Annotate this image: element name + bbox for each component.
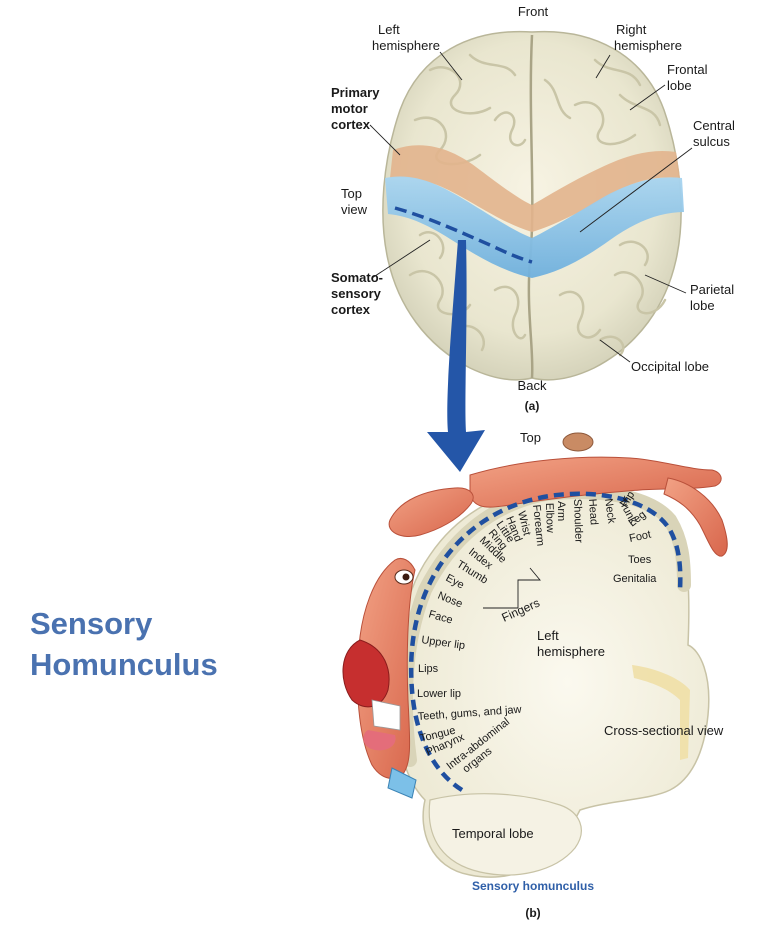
homunculus-dashed-arc bbox=[408, 491, 683, 792]
arc-label-head: Head bbox=[586, 498, 600, 525]
primary-motor-cortex bbox=[390, 145, 680, 232]
arc-label-foot: Foot bbox=[628, 529, 652, 545]
front-label: Front bbox=[518, 4, 549, 19]
arc-label-lips: Lips bbox=[418, 663, 439, 675]
homunculus-pupil bbox=[402, 573, 410, 581]
arc-label-toes: Toes bbox=[628, 554, 652, 566]
homunculus-foot bbox=[562, 432, 594, 452]
cross-section bbox=[394, 485, 710, 878]
panel-a-label: (a) bbox=[525, 399, 540, 413]
top-view-label: Top view bbox=[341, 186, 368, 217]
arc-label-neck: Neck bbox=[602, 498, 617, 525]
occipital-lobe-label: Occipital lobe bbox=[631, 359, 709, 374]
fingers-bracket bbox=[483, 567, 541, 609]
somatosensory-cortex-label: Somato- sensory cortex bbox=[331, 270, 387, 317]
sensory-homunculus-caption: Sensory homunculus bbox=[472, 879, 594, 893]
slide-title-line-2: Homunculus bbox=[30, 647, 218, 682]
frontal-lobe-label: Frontal lobe bbox=[667, 62, 711, 93]
slide-title-line-1: Sensory bbox=[30, 606, 153, 641]
arc-label-genitalia: Genitalia bbox=[613, 573, 657, 585]
top-label: Top bbox=[520, 430, 541, 445]
homunculus-teeth bbox=[371, 699, 401, 731]
left-hemisphere-b-label: Left hemisphere bbox=[537, 628, 605, 659]
homunculus-throat bbox=[387, 767, 417, 799]
homunculus-tongue bbox=[363, 730, 396, 751]
arc-label-arm: Arm bbox=[555, 501, 567, 521]
arc-label-elbow: Elbow bbox=[543, 503, 556, 533]
homunculus-figure bbox=[342, 432, 728, 799]
back-label: Back bbox=[518, 378, 547, 393]
arc-label-forearm: Forearm bbox=[530, 504, 546, 547]
temporal-lobe-label: Temporal lobe bbox=[452, 826, 534, 841]
panel-b-label: (b) bbox=[525, 906, 540, 920]
parietal-lobe-label: Parietal lobe bbox=[690, 282, 738, 313]
arc-label-lower-lip: Lower lip bbox=[417, 688, 461, 700]
primary-motor-cortex-label: Primary motor cortex bbox=[331, 85, 383, 132]
ventricle-shape bbox=[632, 665, 690, 760]
arc-label-wrist: Wrist bbox=[515, 510, 533, 537]
right-hemisphere-label: Right hemisphere bbox=[614, 22, 682, 53]
cross-section-line bbox=[394, 206, 533, 264]
slide-title: Sensory Homunculus bbox=[30, 603, 270, 685]
left-hemisphere-label: Left hemisphere bbox=[372, 22, 440, 53]
panel-a-leader-lines bbox=[369, 51, 693, 363]
temporal-lobe-shape bbox=[428, 793, 582, 876]
somatosensory-cortex bbox=[385, 176, 684, 278]
cross-sectional-view-label: Cross-sectional view bbox=[604, 723, 724, 738]
homunculus-hand bbox=[388, 487, 474, 537]
homunculus-legs bbox=[663, 477, 728, 557]
brain-top-view: Front Left hemisphere Right hemisphere F… bbox=[331, 4, 739, 472]
central-sulcus-label: Central sulcus bbox=[693, 118, 739, 149]
pointer-arrow bbox=[427, 240, 485, 472]
arc-label-shoulder: Shoulder bbox=[571, 499, 585, 544]
